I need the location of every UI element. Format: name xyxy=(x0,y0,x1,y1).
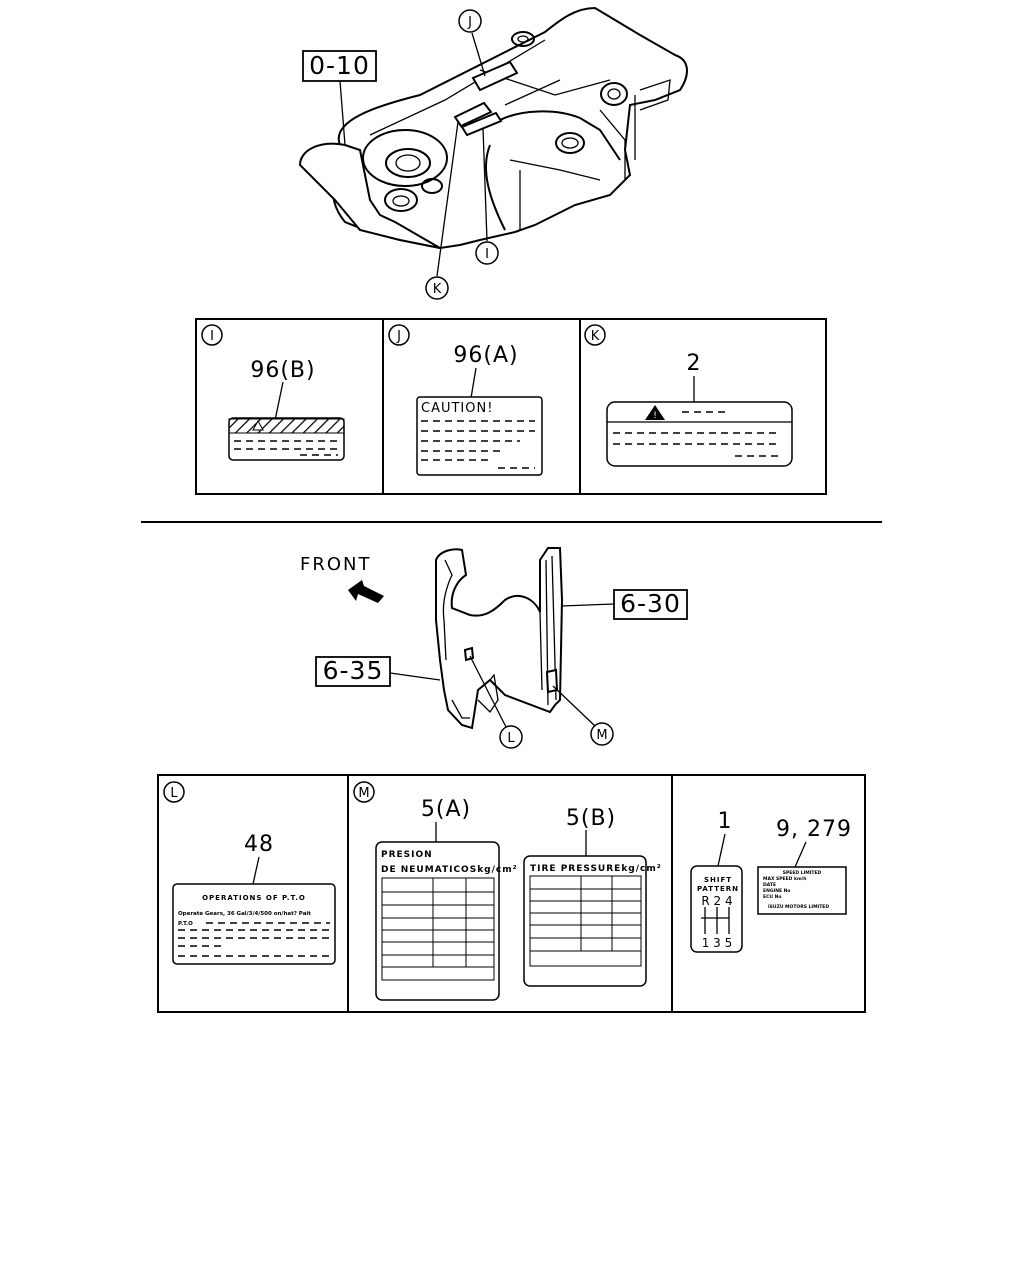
shift-top: R 2 4 xyxy=(701,894,732,908)
front-indicator: FRONT xyxy=(300,554,384,603)
svg-text:K: K xyxy=(433,282,442,297)
top-panel-frame xyxy=(195,318,827,495)
panel-i-part-no: 96(B) xyxy=(250,358,315,383)
panel-j-part-no: 96(A) xyxy=(453,343,518,368)
svg-text:J: J xyxy=(467,15,472,30)
panel-right: 1 9, 279 SHIFT PATTERN R 2 4 1 3 5 SPEED… xyxy=(690,809,852,953)
ref-box-6-30-text: 6-30 xyxy=(620,589,681,618)
back-panel-illustration xyxy=(435,547,564,730)
svg-text:M: M xyxy=(358,786,369,801)
panel-m: M 5(A) 5(B) PRESION DE NEUMATICOSkg/cm² … xyxy=(353,781,662,1001)
bottom-panel-frame xyxy=(157,774,866,1013)
svg-text:K: K xyxy=(591,329,600,344)
callout-j: J xyxy=(458,9,486,77)
svg-text:ECU No: ECU No xyxy=(763,894,781,900)
svg-text:I: I xyxy=(210,329,214,344)
svg-text:SPEED LIMITED: SPEED LIMITED xyxy=(783,870,822,876)
panel-m-part-b: 5(B) xyxy=(566,806,616,831)
label-b-title: TIRE PRESSUREkg/cm² xyxy=(530,864,662,874)
svg-text:M: M xyxy=(596,728,607,743)
cab-base-illustration xyxy=(298,6,688,250)
ref-box-6-35-text: 6-35 xyxy=(323,656,384,685)
panel-l-part-no: 48 xyxy=(244,832,274,857)
panel-k-part-no: 2 xyxy=(687,351,702,376)
svg-text:J: J xyxy=(396,329,401,344)
svg-text:ENGINE No: ENGINE No xyxy=(763,888,790,894)
callout-i: I xyxy=(475,127,499,265)
svg-text:I: I xyxy=(485,247,489,262)
ref-box-0-10-text: 0-10 xyxy=(309,51,370,80)
shift-bottom: 1 3 5 xyxy=(702,936,733,950)
ref-box-6-30: 6-30 xyxy=(560,589,688,620)
panel-m-part-a: 5(A) xyxy=(421,797,471,822)
warning-icon: ! xyxy=(645,405,665,421)
callout-m: M xyxy=(552,685,614,746)
pto-line-1: Operate Gears, 36 Gal/3/4/500 on/hat? Pa… xyxy=(178,911,311,917)
pto-line-2: P.T.O xyxy=(178,921,193,927)
front-arrow-icon xyxy=(348,580,384,603)
callout-k: K xyxy=(425,121,459,300)
svg-text:L: L xyxy=(170,786,178,801)
shift-line-1: SHIFT xyxy=(704,876,732,884)
svg-text:DATE: DATE xyxy=(763,882,776,888)
svg-text:L: L xyxy=(507,731,515,746)
part-9-279: 9, 279 xyxy=(776,817,852,842)
panel-k: K 2 ! xyxy=(584,324,793,467)
panel-l: L 48 OPERATIONS OF P.T.O Operate Gears, … xyxy=(163,781,336,965)
svg-text:ISUZU MOTORS LIMITED: ISUZU MOTORS LIMITED xyxy=(768,904,829,910)
callout-l: L xyxy=(469,655,523,749)
panel-i: I 96(B) xyxy=(201,324,345,461)
svg-text:MAX SPEED km/h: MAX SPEED km/h xyxy=(763,876,807,882)
part-1: 1 xyxy=(718,809,733,834)
front-label: FRONT xyxy=(300,554,372,575)
svg-text:!: ! xyxy=(653,411,657,421)
caution-text: CAUTION! xyxy=(421,401,493,416)
ref-box-0-10: 0-10 xyxy=(302,50,377,146)
label-a-line1: PRESION xyxy=(381,850,433,860)
shift-pattern-icon xyxy=(701,907,730,934)
label-a-line2: DE NEUMATICOSkg/cm² xyxy=(381,865,518,875)
pto-title: OPERATIONS OF P.T.O xyxy=(202,894,306,902)
ref-box-6-35: 6-35 xyxy=(315,656,441,687)
panel-j: J 96(A) CAUTION! xyxy=(388,324,543,476)
shift-line-2: PATTERN xyxy=(697,885,739,893)
